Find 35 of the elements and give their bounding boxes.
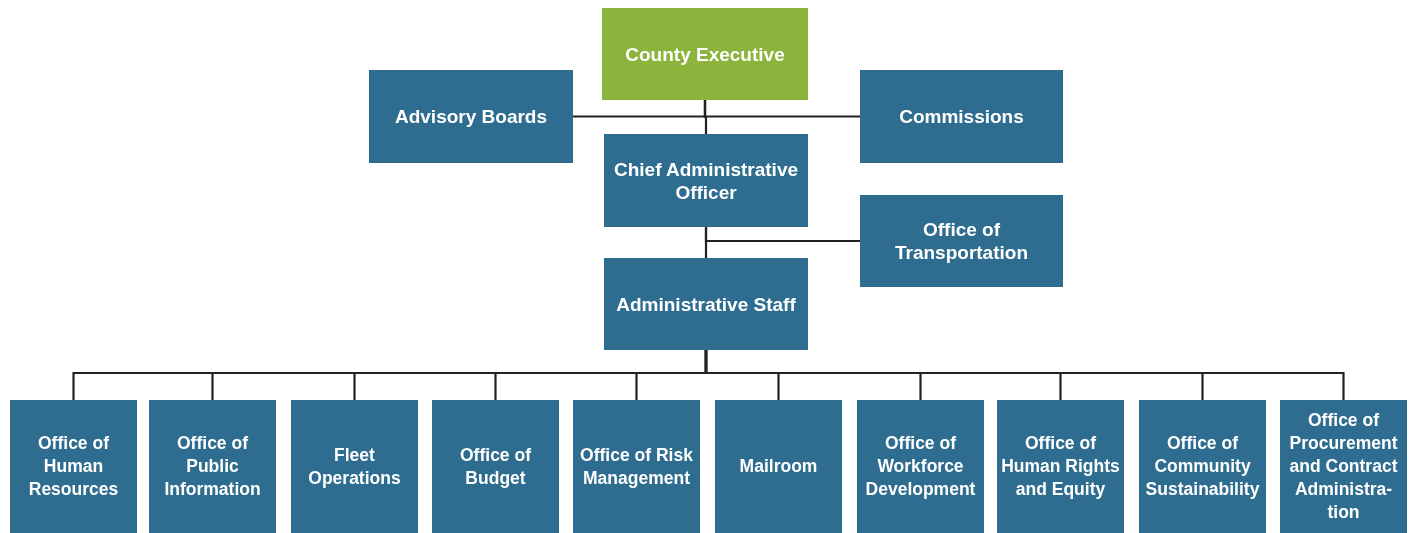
unit-name: Mailroom <box>739 455 818 478</box>
org-unit-box <box>1139 400 1266 533</box>
org-unit-box <box>997 400 1124 533</box>
unit-name: County Executive <box>625 42 785 66</box>
org-unit-box <box>604 134 808 227</box>
unit-name: Office of Human Rights and Equity <box>1001 432 1120 501</box>
unit-name: Office of Community Sustainability <box>1144 432 1261 501</box>
unit-name: Fleet Operations <box>307 443 402 490</box>
unit-name: Commissions <box>899 105 1024 128</box>
org-unit-box <box>860 70 1063 163</box>
unit-name: Office of Budget <box>459 443 532 490</box>
org-unit-box <box>369 70 573 163</box>
org-unit-box <box>1280 400 1407 533</box>
unit-name: Office of Human Resources <box>27 432 120 501</box>
org-unit-box <box>10 400 137 533</box>
org-unit-box <box>857 400 984 533</box>
unit-name: Office of Risk Management <box>579 443 694 490</box>
unit-name: Office of Procurement and Contract Administra- tion <box>1288 409 1399 524</box>
unit-name: Office of Transportation <box>894 218 1029 264</box>
unit-name: Advisory Boards <box>394 105 547 128</box>
connector-line <box>704 227 708 258</box>
org-unit-box <box>432 400 559 533</box>
org-unit-box <box>715 400 842 533</box>
unit-name: Administrative Staff <box>616 292 796 316</box>
org-unit-box <box>291 400 418 533</box>
org-unit-box <box>149 400 276 533</box>
unit-name: Office of Public Information <box>163 432 262 501</box>
org-unit-box <box>573 400 700 533</box>
unit-name: Chief Administrative Officer <box>612 157 800 204</box>
connector-line <box>703 100 708 134</box>
connector-line <box>704 350 1345 400</box>
unit-name: Office of Workforce Development <box>864 432 977 501</box>
executive-box <box>602 8 808 100</box>
org-unit-box <box>860 195 1063 287</box>
org-unit-box <box>604 258 808 350</box>
